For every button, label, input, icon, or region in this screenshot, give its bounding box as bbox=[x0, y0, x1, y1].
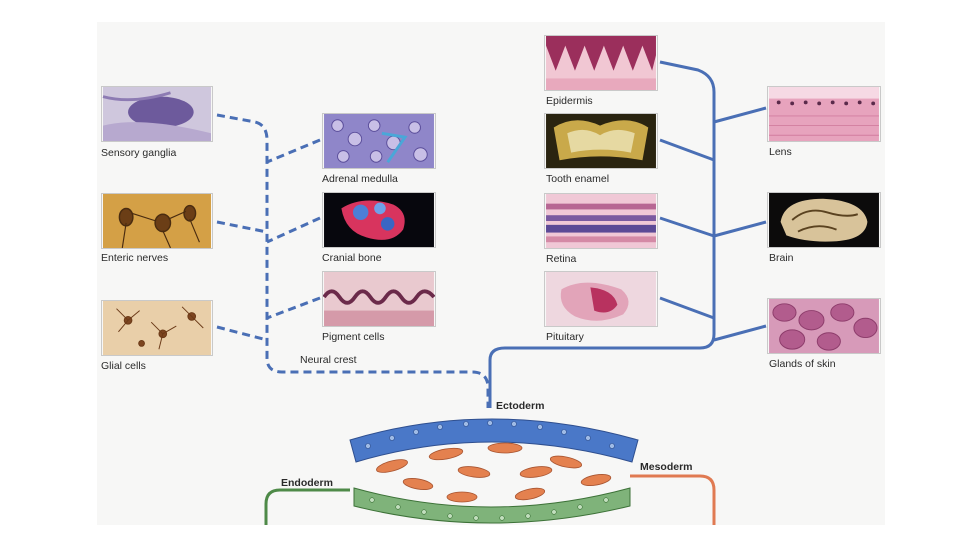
retina-label: Retina bbox=[546, 253, 577, 265]
endoderm-label: Endoderm bbox=[281, 477, 333, 489]
glands-of-skin-label: Glands of skin bbox=[769, 358, 836, 370]
pigment-cells-image bbox=[322, 271, 436, 327]
ectoderm-label: Ectoderm bbox=[496, 400, 545, 412]
enteric-nerves-label: Enteric nerves bbox=[101, 252, 169, 264]
brain-image bbox=[767, 192, 881, 248]
mesoderm-connector bbox=[630, 474, 716, 525]
neural-crest-connectors bbox=[216, 113, 490, 408]
lens-label: Lens bbox=[769, 146, 792, 158]
cranial-bone-image bbox=[322, 192, 436, 248]
sensory-ganglia-image bbox=[101, 86, 213, 142]
adrenal-medulla-image bbox=[322, 113, 436, 169]
neural-crest-label: Neural crest bbox=[300, 354, 357, 366]
mesoderm-label: Mesoderm bbox=[640, 461, 693, 473]
pigment-cells-label: Pigment cells bbox=[322, 331, 385, 343]
ectoderm-connectors bbox=[488, 60, 767, 408]
lens-image bbox=[767, 86, 881, 142]
mesoderm-cells bbox=[376, 442, 612, 503]
ectoderm-layer bbox=[349, 418, 639, 463]
brain-label: Brain bbox=[769, 252, 794, 264]
pituitary-label: Pituitary bbox=[546, 331, 584, 343]
epidermis-image bbox=[544, 35, 658, 91]
tooth-enamel-label: Tooth enamel bbox=[546, 173, 610, 185]
sensory-ganglia-label: Sensory ganglia bbox=[101, 147, 177, 159]
endoderm-layer bbox=[353, 487, 631, 524]
pituitary-image bbox=[544, 271, 658, 327]
retina-image bbox=[544, 193, 658, 249]
cranial-bone-label: Cranial bone bbox=[322, 252, 382, 264]
glial-cells-label: Glial cells bbox=[101, 360, 146, 372]
glands-of-skin-image bbox=[767, 298, 881, 354]
glial-cells-image bbox=[101, 300, 213, 356]
endoderm-connector bbox=[264, 488, 350, 525]
epidermis-label: Epidermis bbox=[546, 95, 593, 107]
tooth-enamel-image bbox=[544, 113, 658, 169]
adrenal-medulla-label: Adrenal medulla bbox=[322, 173, 398, 185]
enteric-nerves-image bbox=[101, 193, 213, 249]
